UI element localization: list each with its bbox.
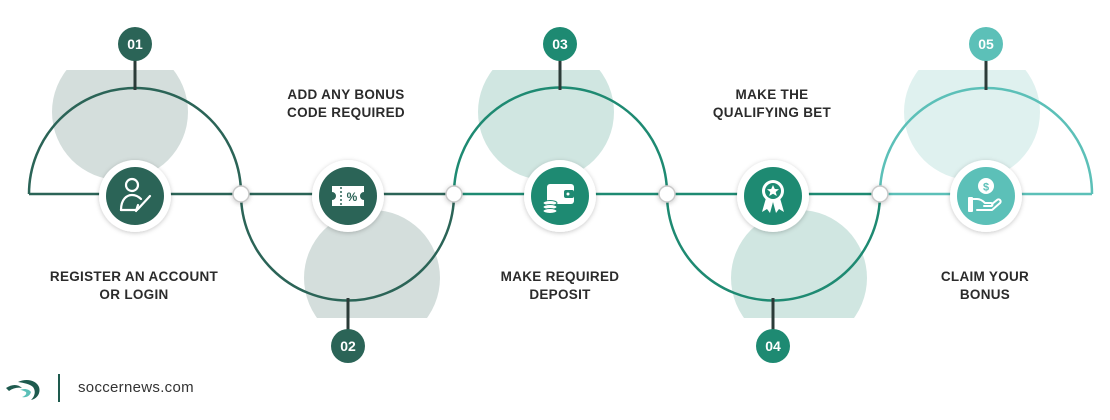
step-icon-circle-5: $: [950, 160, 1022, 232]
blob-3: [478, 70, 614, 180]
svg-text:$: $: [983, 182, 989, 194]
step-icon-circle-1: [99, 160, 171, 232]
step-number-2: 02: [340, 338, 356, 354]
coupon-percent-icon: %: [332, 186, 364, 206]
brand-divider: [58, 374, 60, 402]
step-label-1-line1: REGISTER AN ACCOUNT: [49, 269, 219, 284]
svg-text:%: %: [347, 190, 358, 204]
wallet-coins-icon: [542, 184, 574, 214]
blob-4: [731, 210, 867, 318]
step-number-badge-4: 04: [756, 329, 790, 363]
step-label-5-line2: BONUS: [959, 287, 1011, 302]
user-edit-icon: [119, 177, 152, 213]
blob-2: [304, 210, 440, 318]
step-label-4: MAKE THE QUALIFYING BET: [672, 86, 872, 122]
step-number-badge-3: 03: [543, 27, 577, 61]
step-label-3-line2: DEPOSIT: [529, 287, 591, 302]
step-number-3: 03: [552, 36, 568, 52]
blob-1: [52, 70, 188, 180]
footer-brand: soccernews.com: [0, 364, 320, 414]
step-number-1: 01: [127, 36, 143, 52]
step-label-1: REGISTER AN ACCOUNT OR LOGIN: [34, 268, 234, 304]
step-label-5-line1: CLAIM YOUR: [940, 269, 1030, 284]
step-label-4-line1: MAKE THE: [735, 87, 809, 102]
step-number-4: 04: [765, 338, 781, 354]
step-icon-circle-4: [737, 160, 809, 232]
step-label-3-line1: MAKE REQUIRED: [500, 269, 620, 284]
step-number-badge-2: 02: [331, 329, 365, 363]
step-label-2-line1: ADD ANY BONUS: [287, 87, 405, 102]
hand-money-icon: $: [968, 178, 1002, 212]
step-label-3: MAKE REQUIRED DEPOSIT: [460, 268, 660, 304]
step-icon-circle-2: %: [312, 160, 384, 232]
award-badge-icon: [762, 180, 784, 213]
step-label-4-line2: QUALIFYING BET: [712, 105, 832, 120]
step-label-1-line2: OR LOGIN: [99, 287, 169, 302]
blob-5: [904, 70, 1040, 180]
step-icon-circle-3: [524, 160, 596, 232]
step-label-2-line2: CODE REQUIRED: [287, 105, 405, 120]
step-number-badge-5: 05: [969, 27, 1003, 61]
step-number-5: 05: [978, 36, 994, 52]
step-label-5: CLAIM YOUR BONUS: [885, 268, 1085, 304]
step-number-badge-1: 01: [118, 27, 152, 61]
step-label-2: ADD ANY BONUS CODE REQUIRED: [246, 86, 446, 122]
brand-text: soccernews.com: [78, 379, 194, 396]
soccernews-logo-icon: [6, 379, 40, 400]
junction-dots: [232, 185, 889, 203]
